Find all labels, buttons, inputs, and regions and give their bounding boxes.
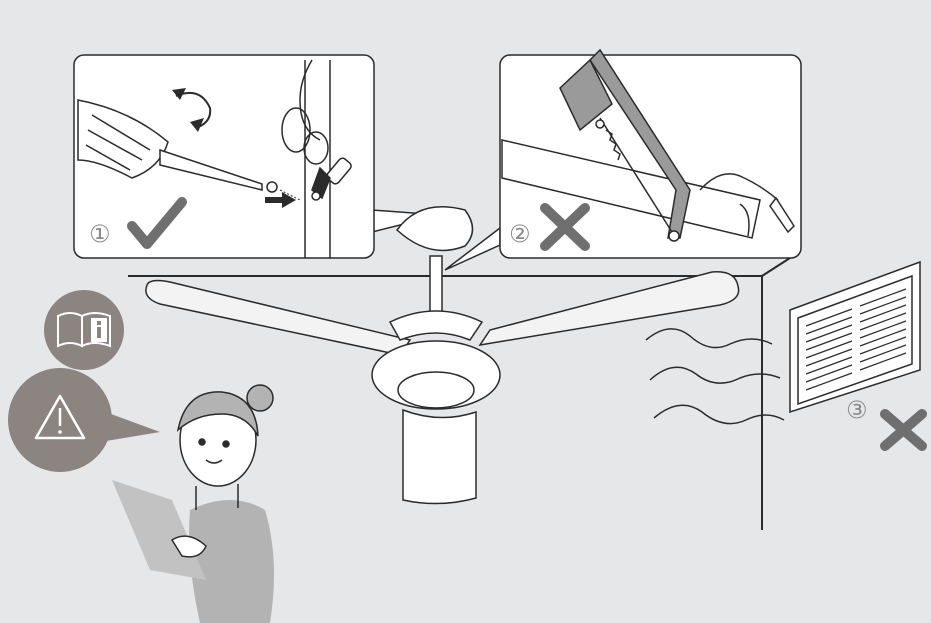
air-vent-illustration — [790, 262, 920, 412]
warning-icon — [8, 368, 160, 472]
panel-correct-wiring — [74, 55, 440, 258]
woman-reading-manual-illustration — [112, 385, 274, 623]
step-1-marker: ① — [89, 222, 111, 246]
airflow-lines — [646, 329, 784, 424]
cross-icon — [885, 414, 922, 446]
manual-info-icon — [44, 290, 124, 370]
step-2-marker: ② — [509, 222, 531, 246]
step-3-marker: ③ — [846, 398, 868, 422]
panel-do-not-cut — [445, 50, 801, 270]
